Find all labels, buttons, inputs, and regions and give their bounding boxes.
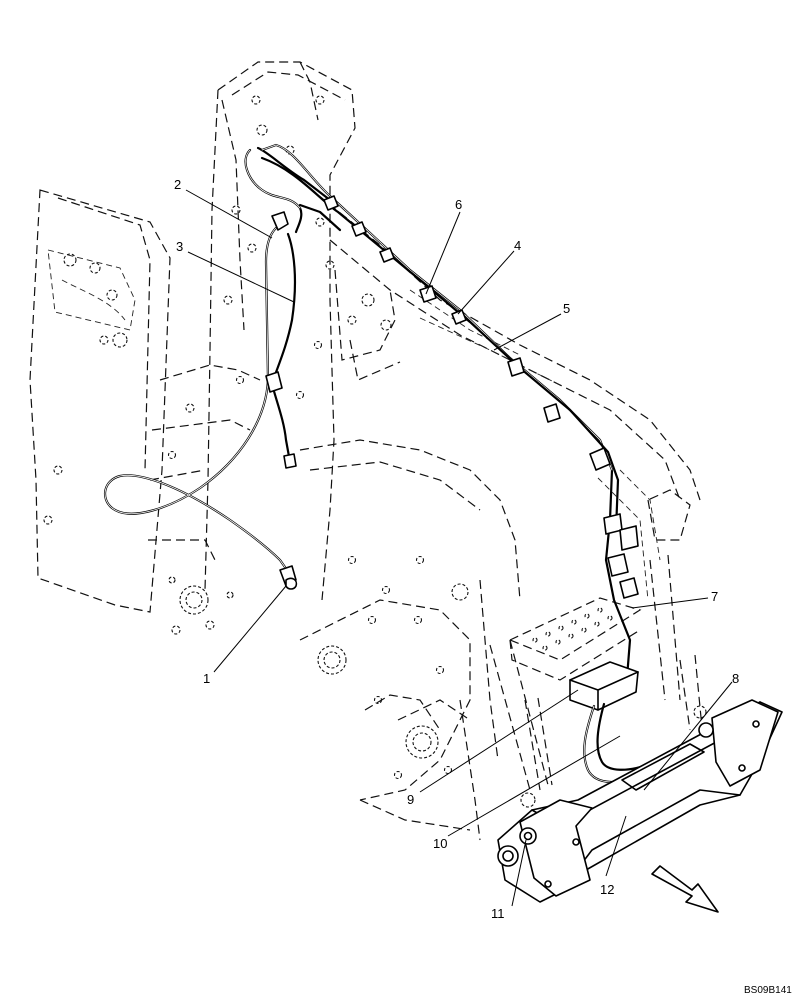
callout-6: 6	[455, 197, 462, 212]
leader-lines	[185, 189, 733, 907]
quick-attach-plate	[497, 699, 783, 903]
right-loader-arm-outline	[317, 194, 701, 501]
callout-10: 10	[433, 836, 447, 851]
callout-12: 12	[600, 882, 614, 897]
callout-1: 1	[203, 671, 210, 686]
right-hose-bundle	[260, 143, 639, 692]
arrow-icon	[651, 865, 719, 913]
callout-9: 9	[407, 792, 414, 807]
perforated-plate	[508, 597, 642, 681]
callout-labels: 1 2 3 4 5 6 7 8 9 10 11 12	[174, 177, 739, 921]
callout-5: 5	[563, 301, 570, 316]
coupler-valve	[569, 661, 712, 784]
callout-3: 3	[176, 239, 183, 254]
center-frame-outline	[148, 61, 356, 635]
callout-7: 7	[711, 589, 718, 604]
callout-8: 8	[732, 671, 739, 686]
left-loader-arm-outline	[29, 189, 171, 613]
callout-2: 2	[174, 177, 181, 192]
reference-code: BS09B141	[744, 985, 792, 996]
lower-chassis-outline	[299, 439, 521, 841]
left-hose-assembly	[103, 146, 332, 590]
callout-11: 11	[491, 906, 505, 921]
lift-cylinder-outlines	[489, 469, 707, 808]
callout-4: 4	[514, 238, 521, 253]
